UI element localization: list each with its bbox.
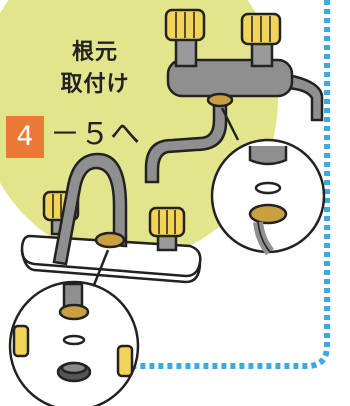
step-number-badge: 4 (6, 116, 44, 158)
heading-line-2: 取付け (60, 72, 130, 97)
nut-closeup-top (210, 107, 326, 256)
deck-faucet (20, 152, 202, 284)
wall-faucet (144, 8, 324, 184)
nut-closeup-bottom (8, 249, 140, 406)
dotted-frame (42, 0, 330, 369)
step-range-text: －５へ (50, 117, 140, 152)
heading-line-1: 根元 (71, 40, 118, 65)
